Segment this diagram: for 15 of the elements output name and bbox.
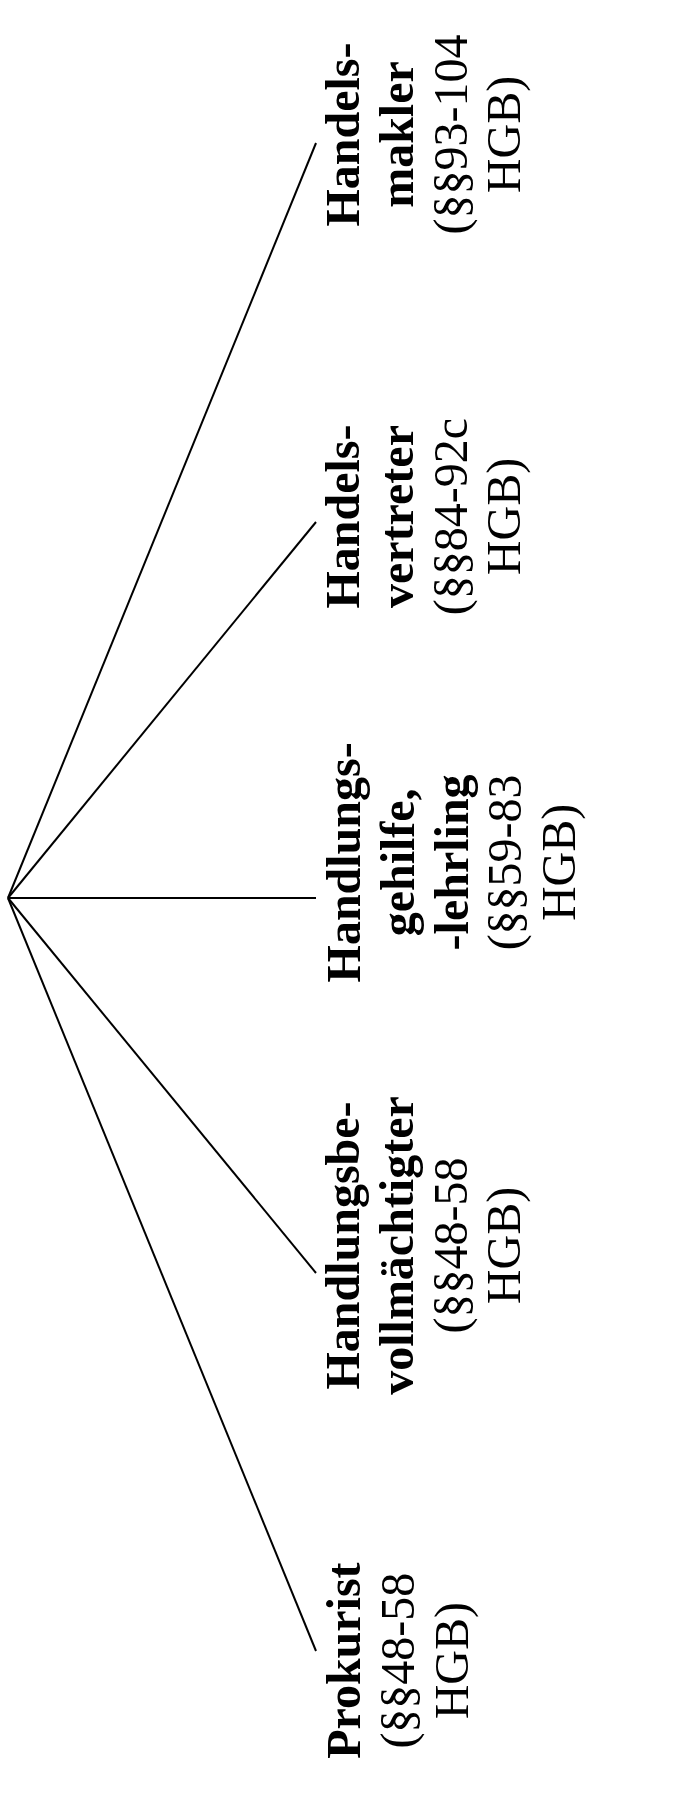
law-citation: (§§59-83 HGB)	[477, 773, 585, 950]
role-title: Prokurist	[316, 1561, 370, 1759]
law-citation: (§§48-58 HGB)	[423, 1157, 531, 1333]
connector-line	[7, 897, 317, 1274]
connector-line	[7, 521, 317, 899]
law-citation: (§§93-104 HGB)	[423, 34, 531, 234]
role-title: Handlungs- gehilfe, -lehrling	[316, 741, 478, 982]
role-title: Handlungsbe- vollmächtigter	[315, 1095, 424, 1395]
connector-line	[7, 897, 317, 899]
connector-line	[7, 142, 317, 899]
connector-line	[7, 897, 317, 1652]
role-title: Handels- makler	[316, 42, 424, 226]
law-citation: (§§84-92c HGB)	[423, 417, 532, 615]
law-citation: (§§48-58 HGB)	[369, 1572, 478, 1749]
role-title: Handels- vertreter	[316, 424, 424, 608]
